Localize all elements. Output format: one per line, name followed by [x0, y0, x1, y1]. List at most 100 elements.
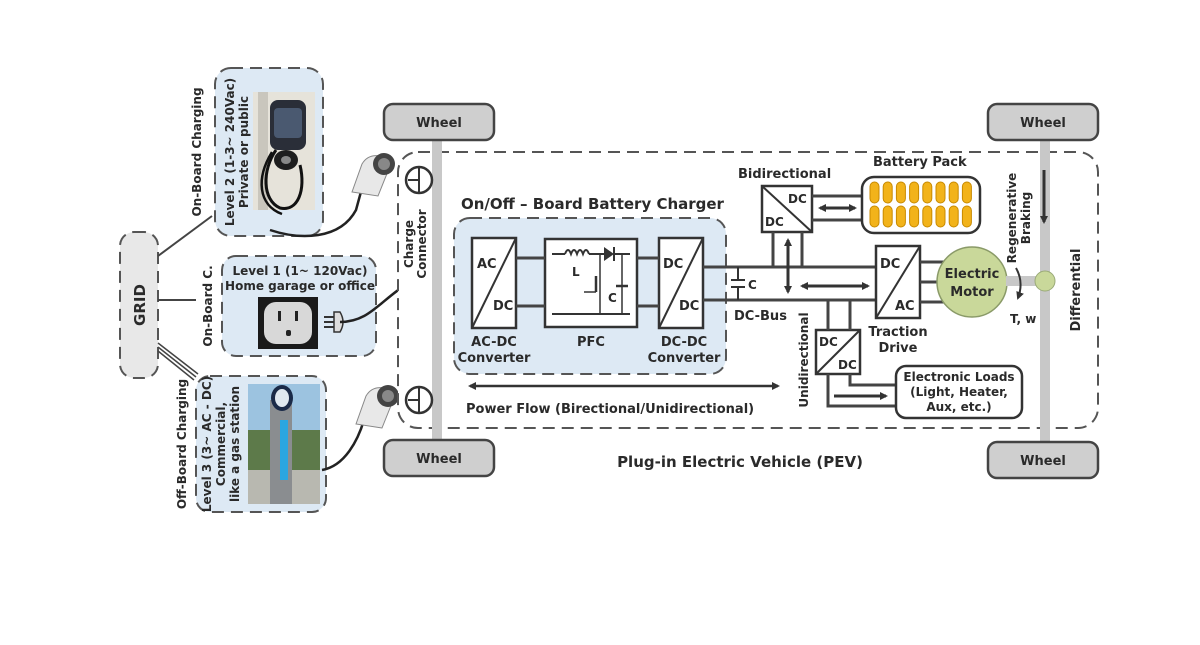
bidirectional-dcdc: Bidirectional DC DC — [738, 167, 862, 294]
unidirectional-dcdc: Unidirectional DC DC — [797, 300, 896, 408]
acdc-caption-2: Converter — [458, 351, 531, 366]
level2-charging-panel: On-Board Charging Level 2 (1-3~ 240Vac) … — [190, 67, 324, 237]
pfc-inductor-label: L — [572, 265, 580, 279]
battery-cell — [948, 181, 959, 204]
battery-cell — [935, 205, 946, 228]
motor-label-2: Motor — [950, 285, 994, 300]
charge-plug-bottom-icon — [355, 385, 399, 429]
regen-label-2: Braking — [1019, 192, 1033, 244]
battery-cell — [909, 181, 920, 204]
level2-group-label: On-Board Charging — [190, 87, 204, 216]
battery-cell — [869, 205, 880, 228]
front-axle — [432, 140, 442, 442]
level3-charging-panel: Off-Board Charging Level 3 (3~ AC - DC) … — [175, 375, 327, 513]
acdc-bottom-label: DC — [493, 299, 513, 314]
loads-label-3: Aux, etc.) — [926, 400, 991, 414]
dcdc-caption-2: Converter — [648, 351, 721, 366]
battery-pack-label: Battery Pack — [873, 155, 967, 170]
bidirectional-top-label: DC — [788, 192, 807, 206]
traction-top-label: DC — [880, 257, 900, 272]
wheel-rear-bottom: Wheel — [986, 440, 1100, 480]
regen-label-1: Regenerative — [1005, 173, 1019, 264]
fast-charging-station-image — [248, 384, 320, 504]
level3-subtitle-2: like a gas station — [228, 386, 242, 502]
level1-group-label: On-Board C. — [201, 265, 215, 346]
unidirectional-top-label: DC — [819, 335, 838, 349]
electronic-loads: Electronic Loads (Light, Heater, Aux, et… — [894, 364, 1024, 420]
wall-charger-image — [253, 92, 315, 216]
charge-connector-bottom-icon — [404, 385, 434, 415]
wheel-front-top: Wheel — [382, 102, 496, 142]
unidirectional-label: Unidirectional — [797, 312, 811, 407]
battery-cell — [922, 205, 933, 228]
battery-cell — [922, 181, 933, 204]
battery-cell — [895, 205, 906, 228]
level2-title: Level 2 (1-3~ 240Vac) — [223, 78, 237, 226]
charger-wires — [516, 256, 659, 308]
wheel-label: Wheel — [416, 116, 462, 131]
torque-speed-label: T, w — [1010, 312, 1036, 326]
acdc-caption-1: AC-DC — [471, 335, 517, 350]
grid-links — [157, 215, 213, 381]
wheel-rear-top: Wheel — [986, 102, 1100, 142]
dcdc-bottom-label: DC — [679, 299, 699, 314]
battery-cell — [895, 181, 906, 204]
power-flow-label: Power Flow (Birectional/Unidirectional) — [466, 402, 754, 417]
charge-connector-label-1: Charge — [402, 220, 416, 268]
traction-drive: DC AC Traction Drive — [800, 244, 944, 356]
power-flow: Power Flow (Birectional/Unidirectional) — [466, 382, 780, 417]
charge-connector-label-2: Connector — [415, 209, 429, 278]
diagram-title: Plug-in Electric Vehicle (PEV) — [617, 453, 863, 471]
dc-bus-capacitor-label: C — [748, 278, 757, 292]
bidirectional-label: Bidirectional — [738, 167, 831, 182]
battery-cell — [948, 205, 959, 228]
wall-outlet-icon — [258, 297, 318, 349]
loads-label-1: Electronic Loads — [903, 370, 1014, 384]
battery-cell — [961, 205, 972, 228]
pfc-caption: PFC — [577, 335, 605, 350]
acdc-converter: AC DC AC-DC Converter — [458, 236, 531, 366]
traction-bottom-label: AC — [895, 299, 915, 314]
battery-cells — [869, 181, 972, 228]
level3-title: Level 3 (3~ AC - DC) — [200, 376, 214, 512]
level3-subtitle-1: Commercial, — [214, 402, 228, 486]
battery-cell — [909, 205, 920, 228]
pfc-block: L C PFC — [543, 237, 639, 350]
dcdc-top-label: DC — [663, 257, 683, 272]
grid-label: GRID — [131, 284, 149, 326]
plug-icon — [324, 311, 344, 333]
wheel-label: Wheel — [416, 452, 462, 467]
acdc-top-label: AC — [477, 257, 497, 272]
battery-cell — [869, 181, 880, 204]
bidirectional-bottom-label: DC — [765, 215, 784, 229]
battery-cell — [882, 205, 893, 228]
electric-motor: Electric Motor T, w — [936, 246, 1056, 326]
dc-bus-label: DC-Bus — [734, 309, 787, 324]
battery-pack: Battery Pack — [860, 155, 982, 235]
level2-subtitle: Private or public — [237, 96, 251, 208]
level1-title: Level 1 (1~ 120Vac) — [232, 264, 367, 278]
battery-cell — [961, 181, 972, 204]
grid-block: GRID — [119, 231, 159, 379]
charger-group-title: On/Off – Board Battery Charger — [461, 195, 725, 213]
battery-cell — [935, 181, 946, 204]
charge-connector-top-icon — [404, 165, 434, 195]
pfc-capacitor-label: C — [608, 291, 617, 305]
motor-label-1: Electric — [945, 267, 1000, 282]
regenerative-braking: Regenerative Braking — [1005, 170, 1048, 264]
level1-charging-panel: On-Board C. Level 1 (1~ 120Vac) Home gar… — [201, 255, 377, 357]
dcdc-caption-1: DC-DC — [661, 335, 707, 350]
battery-cell — [882, 181, 893, 204]
unidirectional-bottom-label: DC — [838, 358, 857, 372]
wheel-label: Wheel — [1020, 116, 1066, 131]
level1-subtitle: Home garage or office — [225, 279, 375, 293]
traction-caption-1: Traction — [868, 325, 927, 340]
wheel-label: Wheel — [1020, 454, 1066, 469]
level3-group-label: Off-Board Charging — [175, 379, 189, 509]
charge-plug-top-icon — [351, 153, 395, 197]
dcdc-converter: DC DC DC-DC Converter — [648, 236, 721, 366]
differential-label: Differential — [1069, 249, 1084, 332]
loads-label-2: (Light, Heater, — [910, 385, 1008, 399]
traction-caption-2: Drive — [879, 341, 918, 356]
